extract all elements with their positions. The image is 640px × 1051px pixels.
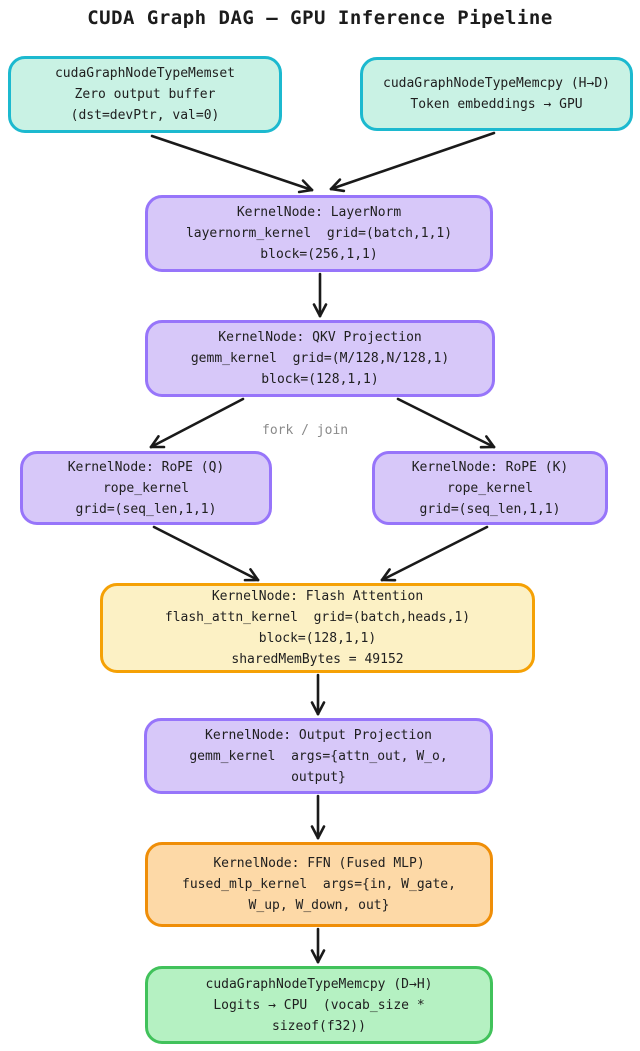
node-memcpy-h2d: cudaGraphNodeTypeMemcpy (H→D) Token embe… (360, 57, 633, 131)
flow-arrow (149, 397, 245, 449)
node-kernel-output-projection: KernelNode: Output Projection gemm_kerne… (144, 718, 493, 794)
fork-join-label: fork / join (262, 423, 349, 438)
flow-arrow (312, 303, 322, 318)
node-line: KernelNode: LayerNorm (236, 205, 402, 220)
node-line: rope_kernel (446, 480, 534, 496)
node-kernel-rope-q: KernelNode: RoPE (Q) rope_kernel grid=(s… (20, 451, 272, 525)
node-line: gemm_kernel grid=(M/128,N/128,1) (190, 351, 450, 366)
flow-arrow (380, 568, 391, 582)
node-line: KernelNode: RoPE (K) (411, 459, 569, 475)
flow-arrow (152, 525, 260, 582)
node-line: fused_mlp_kernel args={in, W_gate, (182, 877, 456, 892)
node-line: Zero output buffer (74, 87, 216, 102)
diagram-title: CUDA Graph DAG — GPU Inference Pipeline (87, 7, 553, 29)
node-line: KernelNode: QKV Projection (218, 330, 422, 345)
node-memset: cudaGraphNodeTypeMemset Zero output buff… (8, 56, 282, 133)
flow-arrow (485, 435, 496, 449)
flow-arrow (329, 187, 346, 193)
node-kernel-layernorm: KernelNode: LayerNorm layernorm_kernel g… (145, 195, 493, 272)
flow-arrow (316, 949, 326, 964)
node-line: flash_attn_kernel grid=(batch,heads,1) (164, 610, 471, 625)
node-line: KernelNode: Flash Attention (211, 589, 424, 604)
flow-arrow (329, 178, 342, 191)
flow-arrow (318, 303, 328, 318)
flow-arrow (310, 949, 320, 964)
flow-arrow (297, 188, 314, 194)
node-line: KernelNode: FFN (Fused MLP) (213, 856, 425, 871)
node-line: cudaGraphNodeTypeMemset (54, 66, 235, 81)
flow-arrow (310, 825, 320, 840)
node-line: rope_kernel (102, 480, 190, 496)
node-line: Token embeddings → GPU (410, 97, 583, 112)
node-line: sharedMemBytes = 49152 (231, 652, 404, 667)
node-line: W_up, W_down, out} (248, 898, 390, 913)
node-line: grid=(seq_len,1,1) (419, 501, 561, 517)
flow-arrow (310, 701, 320, 716)
node-line: block=(128,1,1) (261, 372, 379, 387)
flow-arrow (249, 568, 260, 582)
flow-arrow (316, 701, 326, 716)
node-line: output} (291, 769, 346, 785)
flow-arrow (150, 134, 314, 192)
node-line: Logits → CPU (vocab_size * (213, 997, 425, 1013)
flow-arrow (301, 179, 314, 192)
flow-arrow (316, 825, 326, 840)
node-line: gemm_kernel args={attn_out, W_o, (189, 748, 448, 764)
node-kernel-rope-k: KernelNode: RoPE (K) rope_kernel grid=(s… (372, 451, 608, 525)
node-line: layernorm_kernel grid=(batch,1,1) (185, 226, 453, 241)
node-line: block=(128,1,1) (258, 631, 377, 646)
flow-arrow (396, 397, 496, 449)
flow-arrow (149, 435, 160, 449)
node-line: KernelNode: RoPE (Q) (67, 459, 225, 475)
node-kernel-qkv-projection: KernelNode: QKV Projection gemm_kernel g… (145, 320, 495, 397)
node-line: (dst=devPtr, val=0) (70, 108, 220, 123)
node-memcpy-d2h: cudaGraphNodeTypeMemcpy (D→H) Logits → C… (145, 966, 493, 1044)
node-line: sizeof(f32)) (272, 1018, 366, 1034)
node-kernel-flash-attention: KernelNode: Flash Attention flash_attn_k… (100, 583, 535, 673)
node-line: cudaGraphNodeTypeMemcpy (H→D) (383, 76, 610, 91)
node-line: block=(256,1,1) (260, 247, 378, 262)
node-line: grid=(seq_len,1,1) (75, 501, 217, 517)
flow-arrow (329, 131, 496, 191)
node-line: KernelNode: Output Projection (205, 727, 432, 743)
node-kernel-ffn-fused-mlp: KernelNode: FFN (Fused MLP) fused_mlp_ke… (145, 842, 493, 927)
node-line: cudaGraphNodeTypeMemcpy (D→H) (205, 976, 433, 992)
flow-arrow (380, 525, 489, 582)
